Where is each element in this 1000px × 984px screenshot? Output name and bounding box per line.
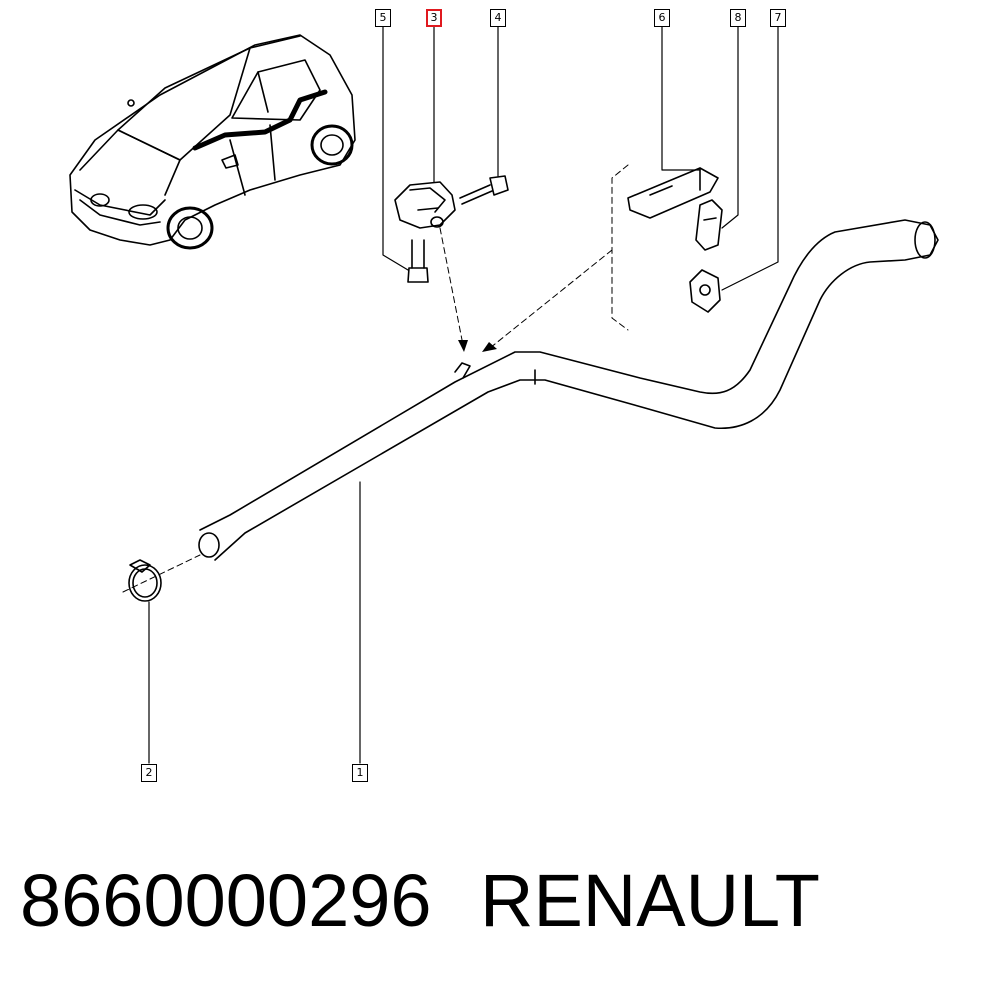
bracket: [394, 181, 456, 229]
assembly-lines: [439, 164, 629, 349]
bolt-5: [407, 239, 429, 283]
part-number: 8660000296: [20, 859, 432, 942]
callout-1[interactable]: 1: [352, 764, 368, 782]
bolt-4: [459, 175, 509, 205]
rubber-strap: [695, 199, 723, 251]
car-illustration: [69, 34, 356, 250]
callout-5[interactable]: 5: [375, 9, 391, 27]
rubber-hanger: [689, 269, 721, 313]
bracket-plate: [627, 167, 719, 219]
brand-name: RENAULT: [480, 859, 820, 942]
callout-7[interactable]: 7: [770, 9, 786, 27]
arrowhead: [458, 340, 468, 352]
callout-4[interactable]: 4: [490, 9, 506, 27]
exhaust-pipe: [198, 219, 939, 561]
callout-8[interactable]: 8: [730, 9, 746, 27]
callout-2[interactable]: 2: [141, 764, 157, 782]
callout-6[interactable]: 6: [654, 9, 670, 27]
arrowhead: [482, 342, 497, 352]
clamp: [128, 559, 162, 602]
callout-3[interactable]: 3: [426, 9, 442, 27]
leader-lines: [148, 26, 779, 764]
clamp-axis: [122, 554, 201, 593]
